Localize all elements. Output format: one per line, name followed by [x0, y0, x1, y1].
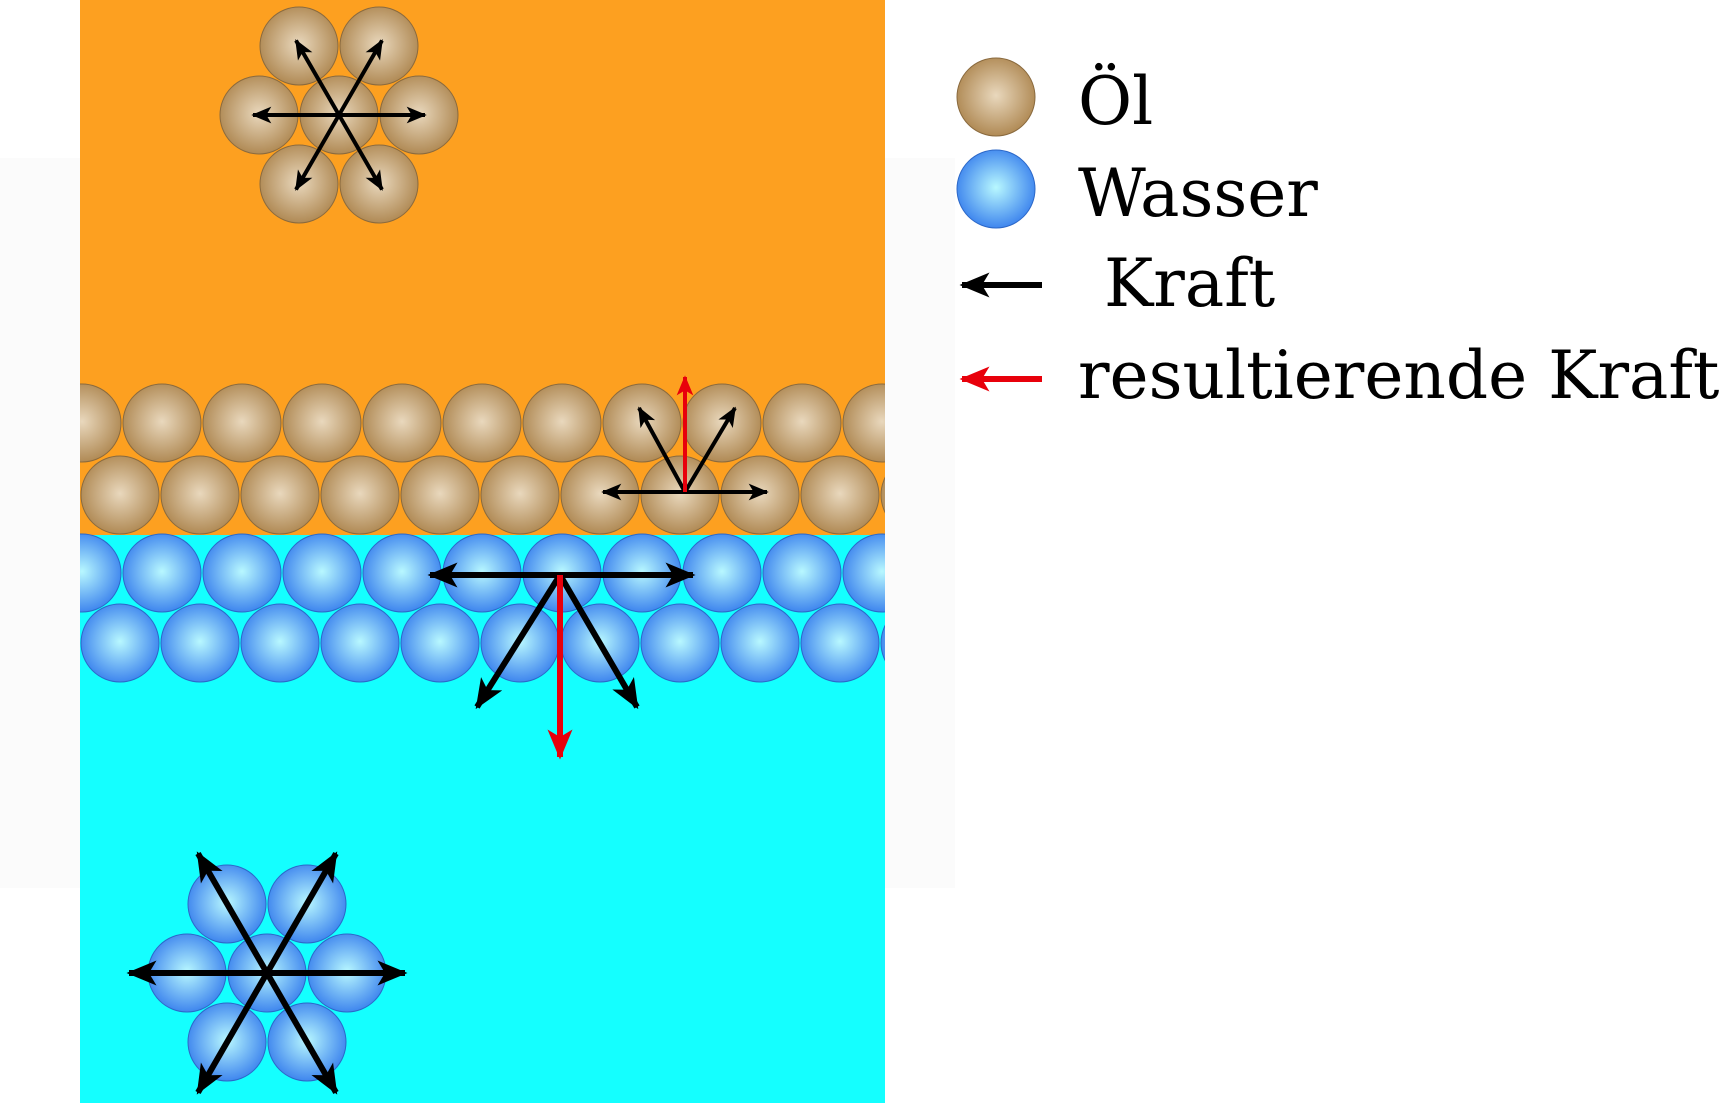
oil-molecule-icon: [956, 57, 1036, 137]
water-molecule: [640, 603, 720, 683]
water-molecule: [80, 603, 160, 683]
water-molecule: [80, 533, 122, 613]
force-arrow-icon: [959, 272, 1042, 298]
force-arrow: [264, 971, 339, 1095]
force-arrow: [195, 971, 270, 1095]
oil-molecule: [720, 455, 800, 535]
force-arrow: [557, 573, 640, 710]
force-arrow: [474, 573, 563, 710]
force-arrow: [294, 113, 341, 191]
oil-molecule: [842, 383, 885, 463]
water-molecule: [682, 533, 762, 613]
oil-molecule: [400, 455, 480, 535]
oil-molecule: [602, 383, 682, 463]
water-molecule: [800, 603, 880, 683]
oil-molecule: [320, 455, 400, 535]
force-arrow: [294, 39, 341, 117]
water-molecule: [400, 603, 480, 683]
oil-molecule: [560, 455, 640, 535]
oil-molecule: [522, 383, 602, 463]
water-molecule: [282, 533, 362, 613]
force-arrow: [337, 39, 384, 117]
oil-molecule: [160, 455, 240, 535]
force-arrow: [337, 113, 384, 191]
oil-molecule: [442, 383, 522, 463]
oil-molecule: [880, 476, 885, 514]
water-molecule: [762, 533, 842, 613]
water-molecule-icon: [956, 149, 1036, 229]
oil-molecule: [362, 383, 442, 463]
oil-molecule: [240, 455, 320, 535]
legend-label-oil: Öl: [1078, 63, 1154, 140]
oil-molecule: [122, 383, 202, 463]
oil-molecule: [480, 455, 560, 535]
water-molecule: [362, 533, 442, 613]
water-molecule: [842, 533, 885, 613]
force-arrow: [264, 851, 339, 975]
oil-molecule: [202, 383, 282, 463]
water-molecule: [880, 624, 885, 662]
force-arrow: [195, 851, 270, 975]
legend-label-water: Wasser: [1078, 155, 1318, 232]
water-molecule: [320, 603, 400, 683]
oil-molecule: [640, 455, 720, 535]
water-molecule: [160, 603, 240, 683]
legend-label-resultant-force: resultierende Kraft: [1078, 337, 1720, 414]
force-arrow: [637, 406, 687, 493]
oil-molecule: [762, 383, 842, 463]
oil-molecule: [80, 455, 160, 535]
water-molecule: [122, 533, 202, 613]
water-molecule: [202, 533, 282, 613]
oil-molecule: [682, 383, 762, 463]
oil-molecule: [80, 383, 122, 463]
oil-molecule: [282, 383, 362, 463]
resultant-force-arrow-icon: [959, 366, 1042, 392]
water-molecule: [720, 603, 800, 683]
force-arrow: [683, 406, 737, 494]
legend-label-force: Kraft: [1104, 245, 1276, 322]
oil-molecule: [800, 455, 880, 535]
water-molecule: [240, 603, 320, 683]
